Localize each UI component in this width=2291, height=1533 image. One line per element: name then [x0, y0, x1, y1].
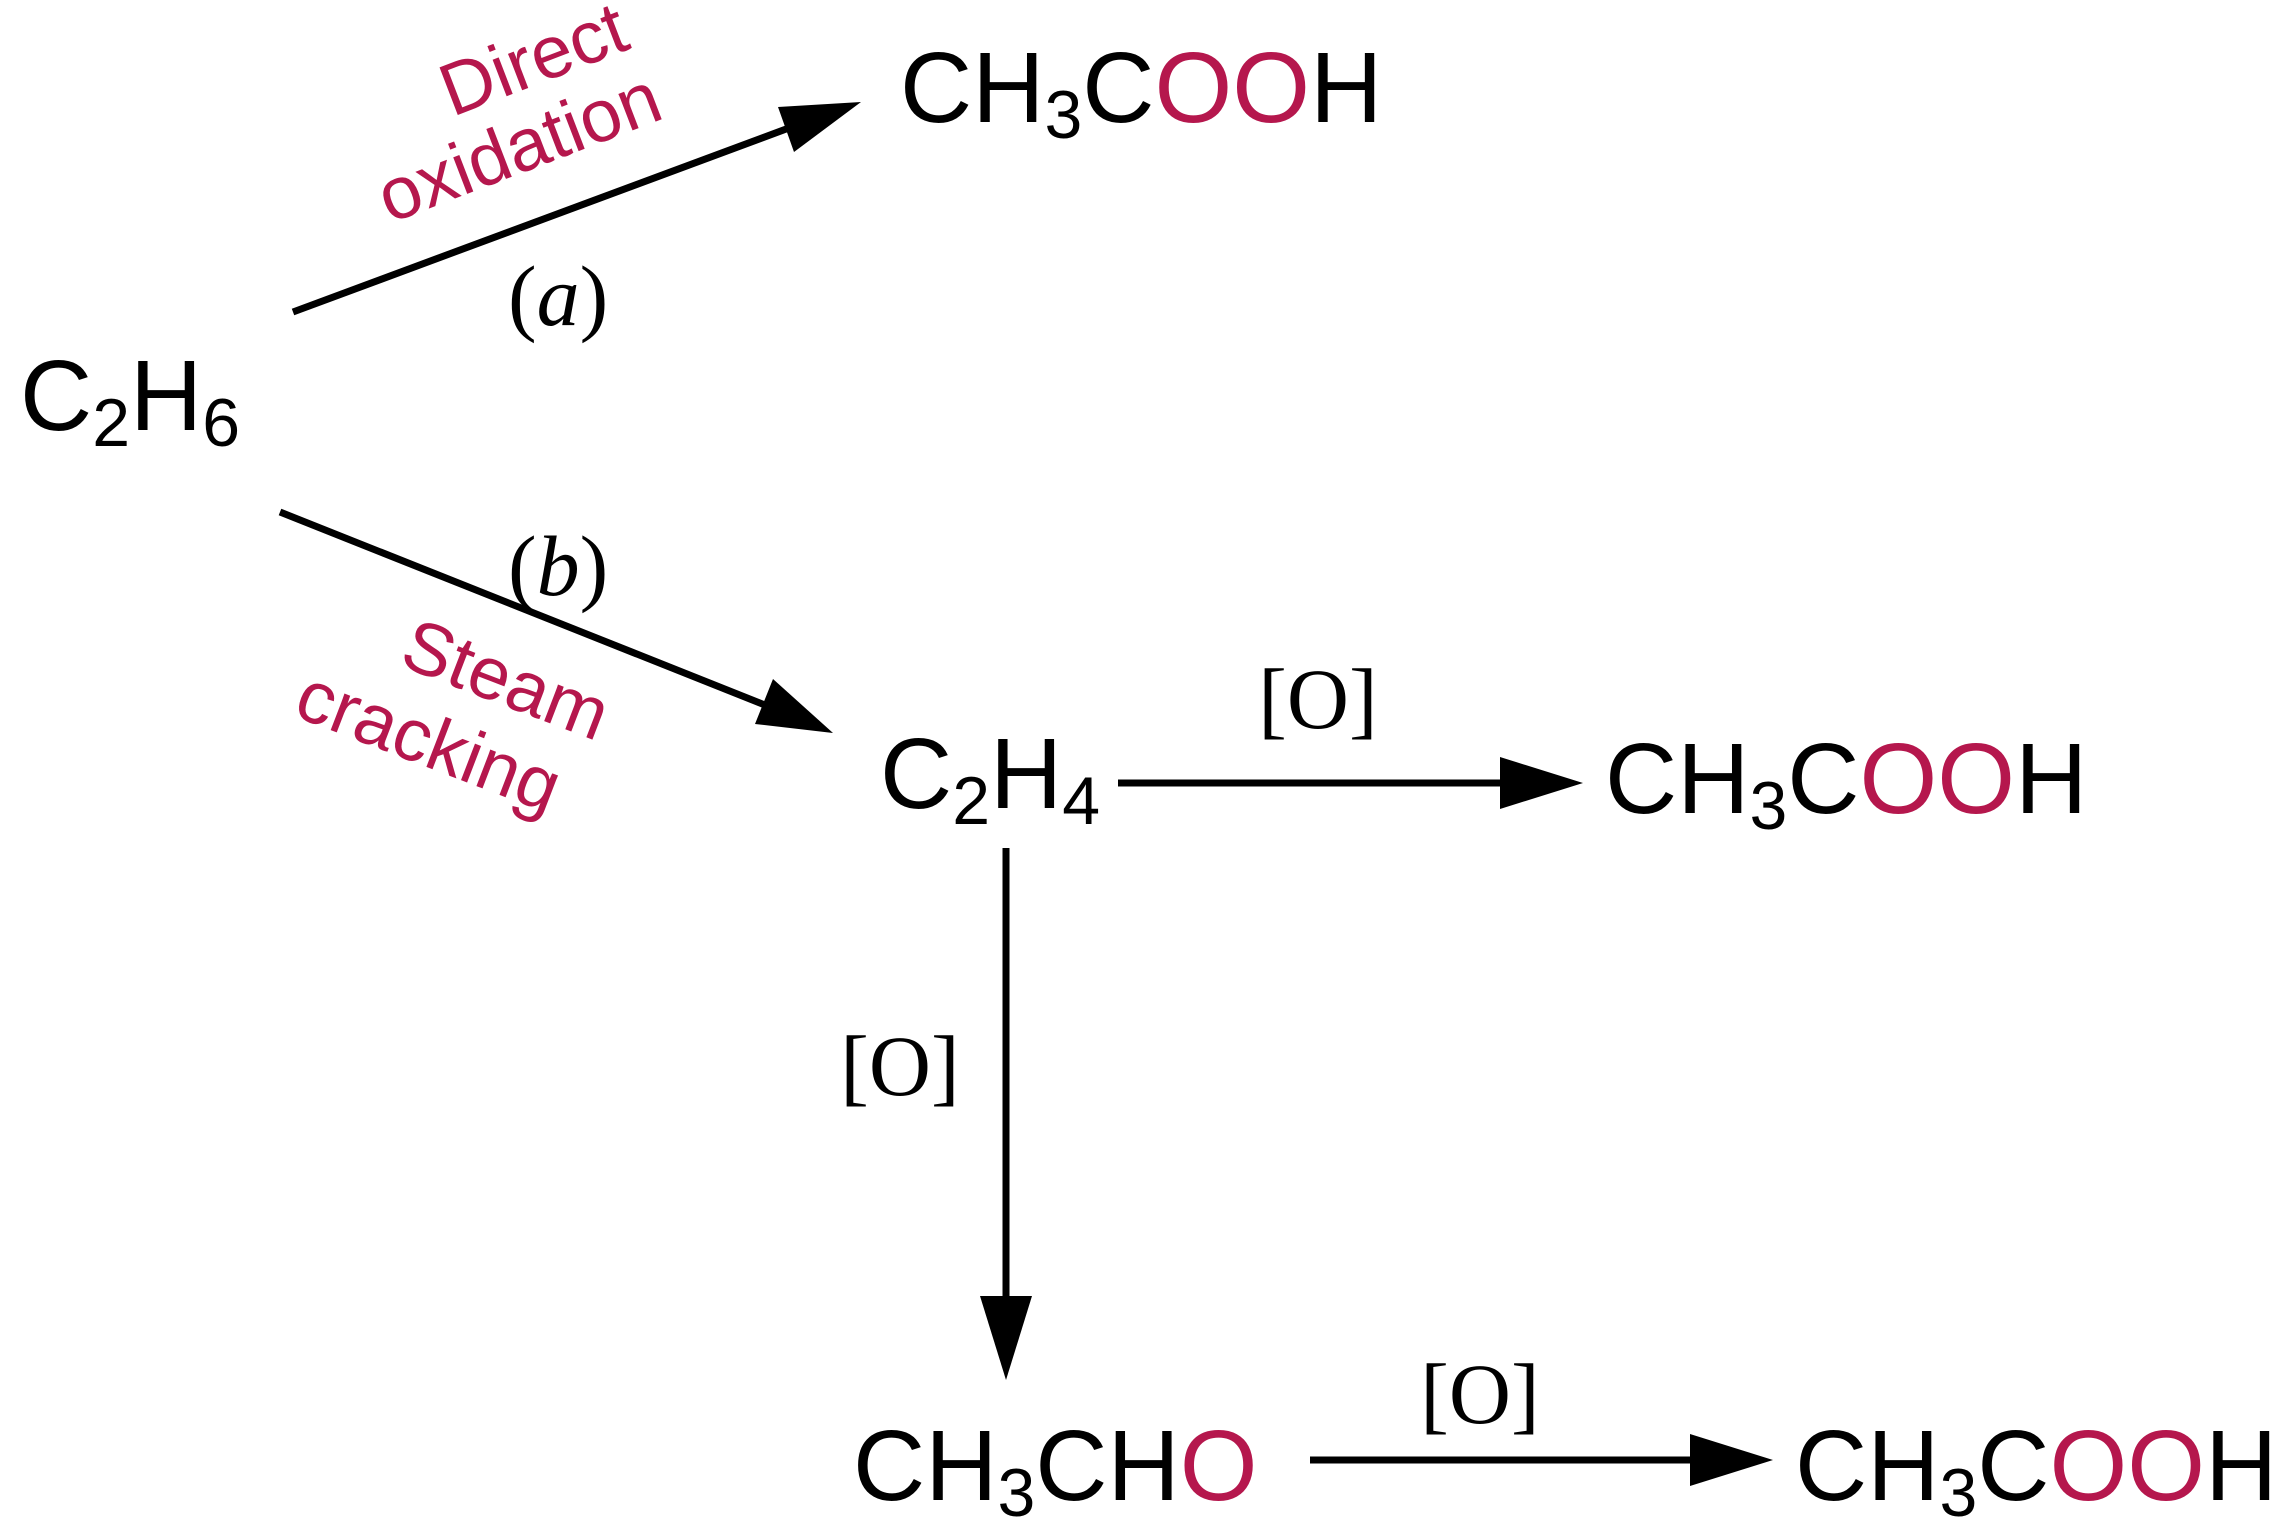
ethane-formula: C2H6: [20, 340, 240, 461]
oxidant-label-ethylene-to-aldehyde: [O]: [840, 1018, 959, 1114]
acetic-acid-middle-formula: CH3COOH: [1605, 723, 2087, 844]
aldehyde-to-acid-arrow-icon: [1310, 1434, 1773, 1486]
ethylene-formula: C2H4: [880, 718, 1100, 839]
route-a-tag: (a): [508, 248, 608, 344]
route-a-arrow-icon: [291, 102, 861, 316]
acetic-acid-top-formula: CH3COOH: [900, 32, 1382, 153]
ethylene-to-acid-arrow-icon: [1118, 757, 1583, 809]
route-b-arrow-icon: [278, 508, 833, 733]
ethylene-to-aldehyde-arrow-icon: [980, 848, 1032, 1380]
oxidant-label-ethylene-to-acid: [O]: [1258, 651, 1377, 747]
route-a-label: Direct oxidation: [366, 0, 672, 239]
route-b-tag: (b): [508, 518, 608, 614]
acetic-acid-bottom-formula: CH3COOH: [1795, 1410, 2277, 1531]
acetaldehyde-formula: CH3CHO: [853, 1410, 1258, 1531]
oxidant-label-aldehyde-to-acid: [O]: [1420, 1346, 1539, 1442]
